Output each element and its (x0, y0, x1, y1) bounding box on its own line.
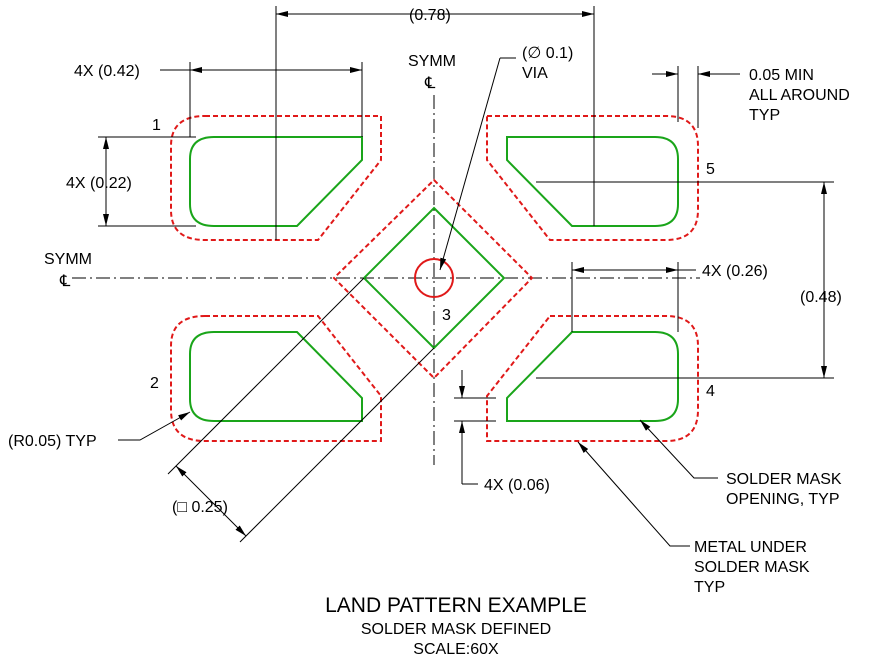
caption-title: LAND PATTERN EXAMPLE (325, 594, 587, 617)
pin-label-4: 4 (706, 383, 715, 400)
ext-line-square-1 (167, 277, 365, 475)
mask-opening-pad-3 (332, 178, 534, 380)
pad-5 (506, 136, 679, 227)
pin-label-3: 3 (442, 307, 451, 324)
pad-4 (506, 331, 679, 422)
dim-label-048: (0.48) (800, 289, 842, 306)
caption-subtitle: SOLDER MASK DEFINED (361, 621, 551, 638)
radius-label: (R0.05) TYP (8, 433, 97, 450)
dim-label-022: 4X (0.22) (66, 175, 132, 192)
ext-line-square-2 (239, 347, 435, 543)
leader-solder-mask-opening (639, 419, 718, 479)
mask-opening-pad-2 (170, 315, 382, 442)
pin-label-5: 5 (706, 161, 715, 178)
pin-label-2: 2 (150, 375, 159, 392)
centerline-symbol-top: ℄ (424, 75, 436, 92)
centerline-symbol-left: ℄ (59, 273, 71, 290)
leader-metal-under-mask (577, 441, 690, 547)
metal-under-line1: METAL UNDER (694, 539, 807, 556)
mask-opening-pad-5 (486, 115, 699, 241)
pad-2 (189, 331, 363, 422)
solder-mask-opening-line1: SOLDER MASK (726, 471, 842, 488)
dim-label-078: (0.78) (409, 7, 451, 24)
leader-via (439, 57, 501, 271)
leader-radius (118, 411, 191, 441)
dim-label-026: 4X (0.26) (702, 263, 768, 280)
mask-opening-pad-1 (170, 115, 382, 241)
caption-scale: SCALE:60X (413, 641, 499, 658)
via-dim-label: (∅ 0.1) (522, 45, 573, 62)
square-label: (□ 0.25) (172, 499, 228, 516)
mask-opening-pad-4 (486, 315, 699, 442)
via-circle (414, 258, 454, 298)
dim-label-006: 4X (0.06) (484, 477, 550, 494)
pad-1 (189, 136, 363, 227)
solder-mask-opening-line2: OPENING, TYP (726, 491, 840, 508)
metal-under-line2: SOLDER MASK (694, 559, 810, 576)
pin-label-1: 1 (152, 117, 161, 134)
metal-under-line3: TYP (694, 579, 725, 596)
dim-label-042: 4X (0.42) (74, 63, 140, 80)
min-label-line3: TYP (749, 107, 780, 124)
symm-label-left: SYMM (44, 251, 92, 268)
min-label-line2: ALL AROUND (749, 87, 850, 104)
min-label-line1: 0.05 MIN (749, 67, 814, 84)
via-label: VIA (522, 65, 548, 82)
dim-line-square (175, 465, 247, 537)
symm-label-top: SYMM (408, 53, 456, 70)
